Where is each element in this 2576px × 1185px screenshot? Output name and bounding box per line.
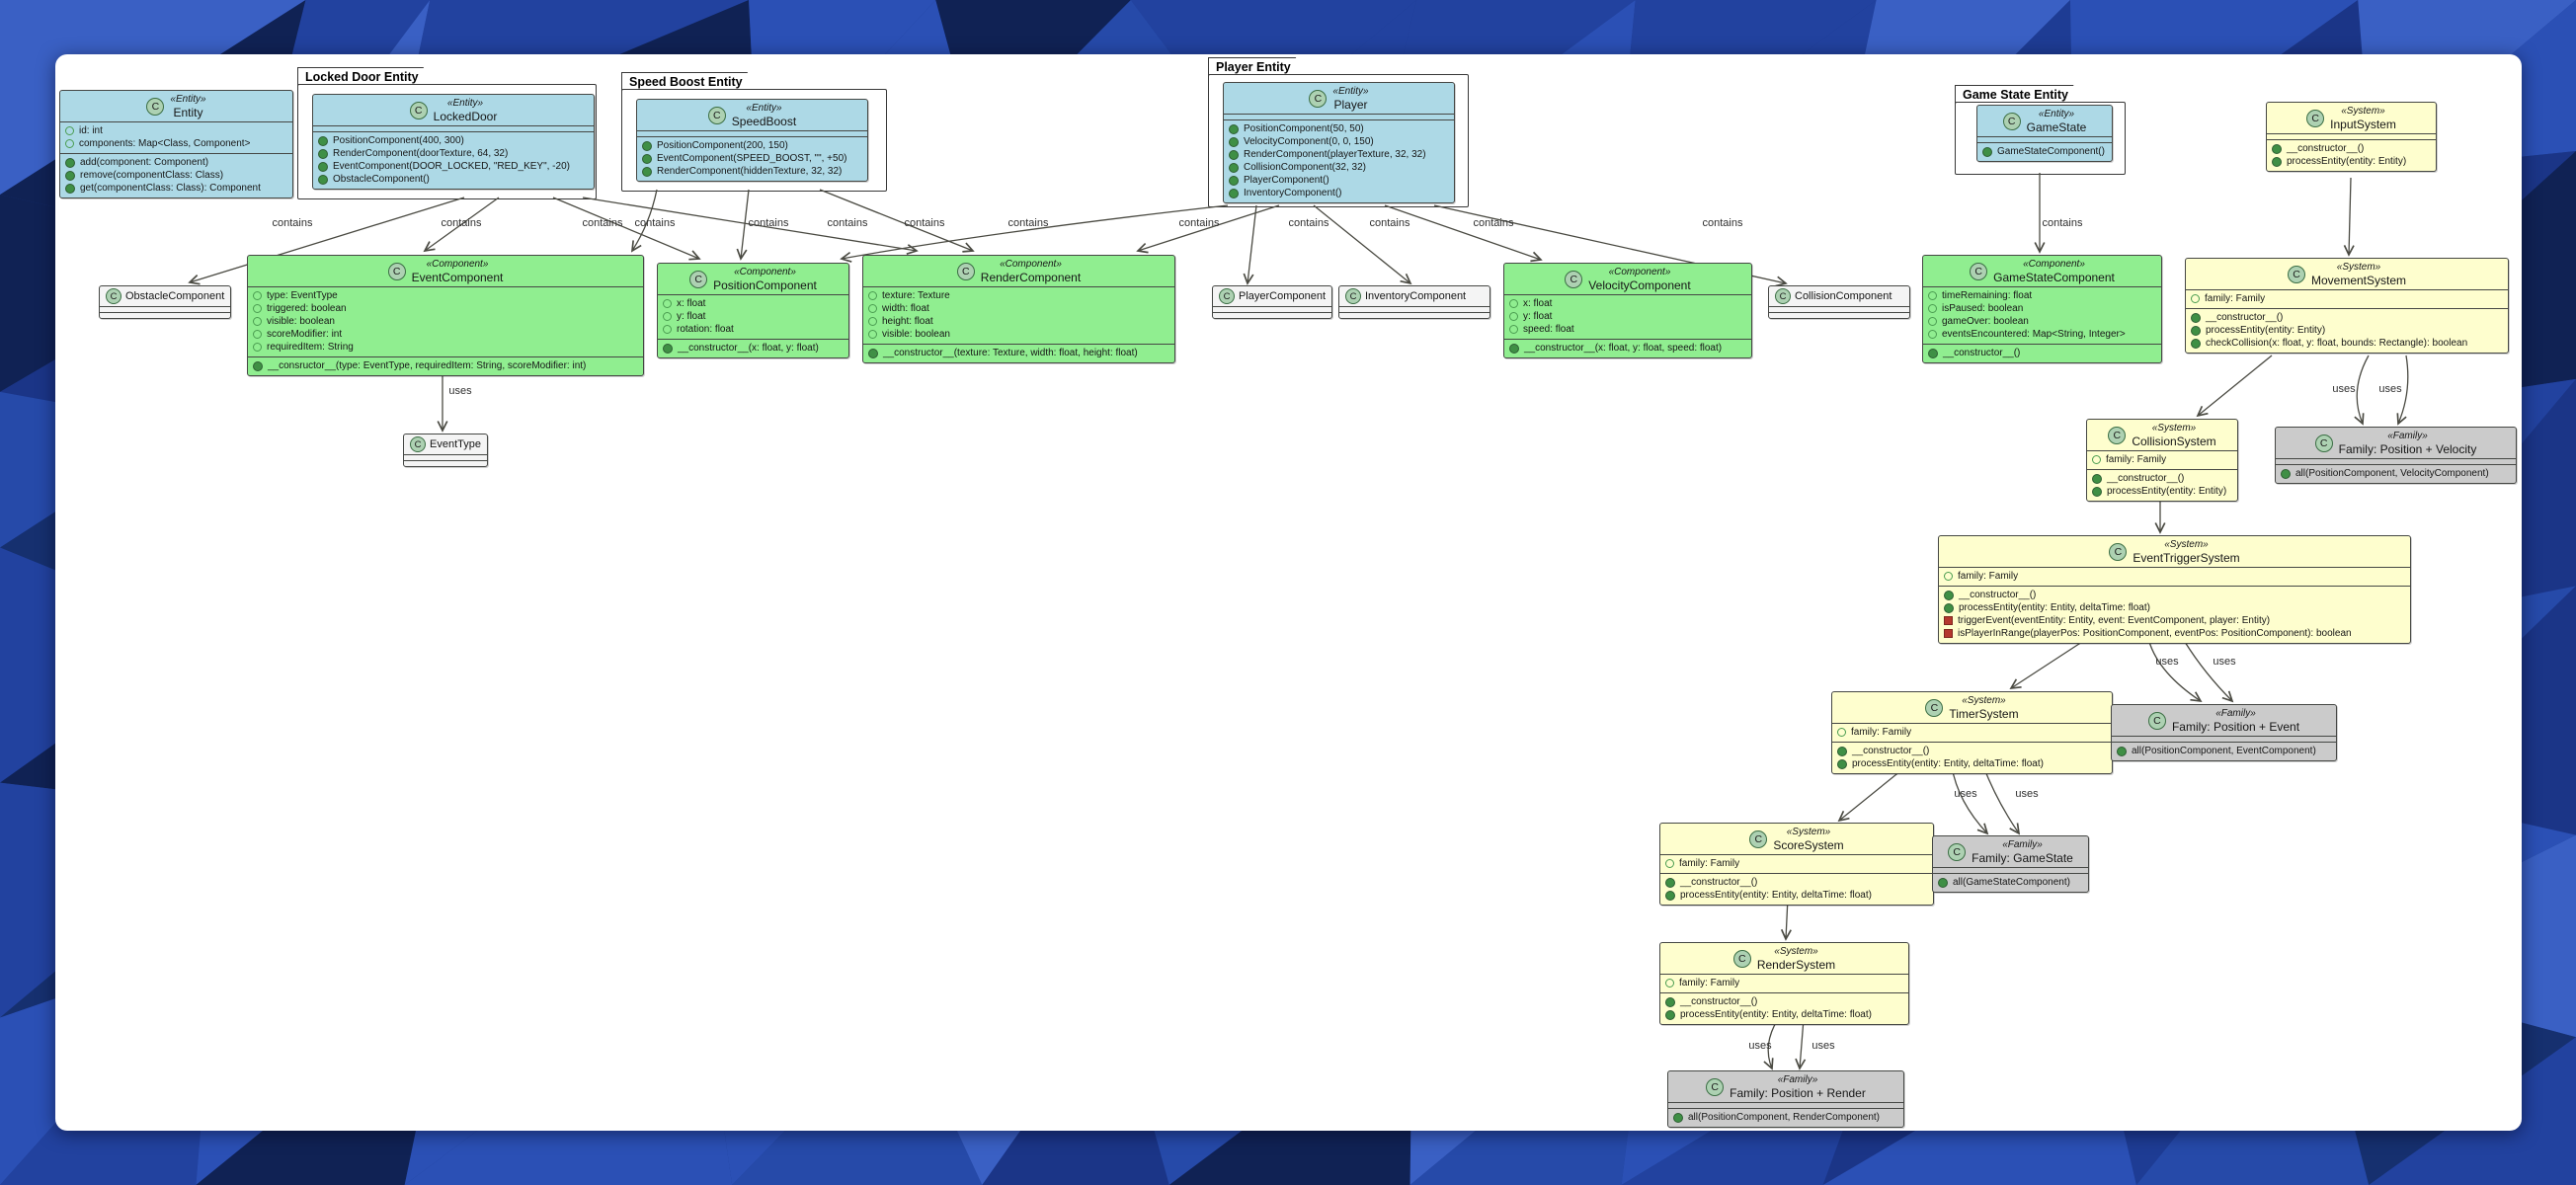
diagram-canvas [55,54,2522,1131]
